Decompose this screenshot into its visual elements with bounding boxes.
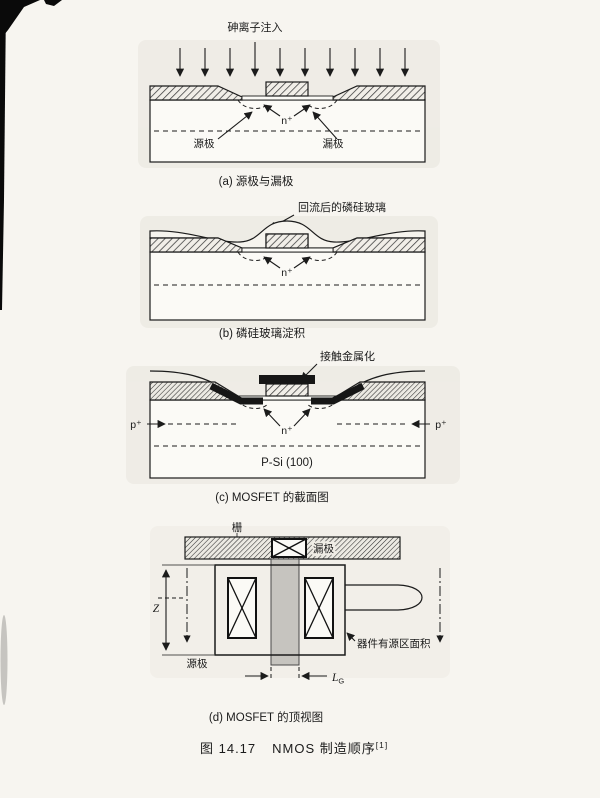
- psg-label: 回流后的磷硅玻璃: [298, 200, 386, 214]
- substrate-label-c: P-Si (100): [261, 457, 313, 469]
- caption-d: (d) MOSFET 的顶视图: [209, 710, 323, 724]
- gate-finger-pad: [345, 584, 423, 611]
- junction-right-c: [306, 399, 338, 409]
- gate-oxide-b: [241, 247, 334, 253]
- scan-artifacts: [0, 0, 62, 705]
- gate-c: [265, 383, 309, 397]
- source-label-a: 源极: [194, 137, 215, 150]
- drain-label-d: 漏极: [313, 542, 334, 555]
- n-plus-arrow-left-b: [263, 256, 281, 269]
- active-area-arrow: [346, 632, 356, 642]
- fig-c-cross-section: 接触金属化 p⁺ p⁺ n⁺ P-Si (100) (c) MOSFET 的截面…: [130, 349, 446, 504]
- gate-a: [265, 81, 309, 97]
- gate-b: [265, 233, 309, 249]
- poly-gate-bar: [270, 558, 300, 666]
- drain-contact-box: [271, 538, 307, 558]
- source-arrow-a: [217, 111, 253, 140]
- n-plus-label-c: n⁺: [281, 425, 292, 437]
- p-plus-label-right: p⁺: [435, 419, 446, 431]
- n-plus-arrow-left-c: [263, 408, 281, 427]
- n-plus-arrow-right-b: [293, 256, 311, 269]
- fig-a-ion-implant-label: 砷离子注入: [228, 20, 283, 34]
- drain-label-a: 漏极: [323, 137, 344, 150]
- substrate-b: [149, 251, 426, 321]
- caption-c: (c) MOSFET 的截面图: [215, 490, 329, 504]
- source-contact-box: [227, 577, 257, 639]
- substrate-c: [149, 399, 426, 479]
- fig-a-source-drain: 砷离子注入 n⁺ 源极 漏极 (a) 源极与漏极: [149, 20, 426, 188]
- drain-arrow-a: [312, 111, 338, 140]
- metallization-label: 接触金属化: [320, 349, 375, 363]
- lg-label: LG: [331, 672, 344, 686]
- source-label-d: 源极: [187, 657, 208, 670]
- z-label: Z: [153, 603, 160, 615]
- metal-gate-cap: [259, 375, 315, 384]
- caption-b: (b) 磷硅玻璃淀积: [219, 326, 306, 340]
- n-plus-arrow-right-c: [293, 408, 311, 427]
- n-plus-arrow-right-a: [293, 104, 311, 117]
- p-plus-label-left: p⁺: [130, 419, 141, 431]
- lg-dimension: [245, 667, 327, 681]
- metal-source-contact: [209, 382, 263, 405]
- n-plus-arrow-left-a: [263, 104, 281, 117]
- fig-b-psg-deposition: 回流后的磷硅玻璃 n⁺ (b) 磷硅玻璃淀积: [149, 200, 426, 340]
- metal-drain-contact: [311, 382, 365, 405]
- n-plus-label-b: n⁺: [281, 267, 292, 279]
- caption-a: (a) 源极与漏极: [219, 174, 294, 188]
- z-dimension: [161, 564, 214, 656]
- junction-left-c: [237, 399, 269, 409]
- fig-d-top-view: 栅 漏极: [153, 521, 444, 724]
- gate-label-d: 栅: [232, 521, 243, 534]
- drain-contact-box-2: [304, 577, 334, 639]
- ion-implant-arrows: [175, 42, 410, 77]
- n-plus-label-a: n⁺: [281, 115, 292, 127]
- active-area-label: 器件有源区面积: [357, 637, 431, 650]
